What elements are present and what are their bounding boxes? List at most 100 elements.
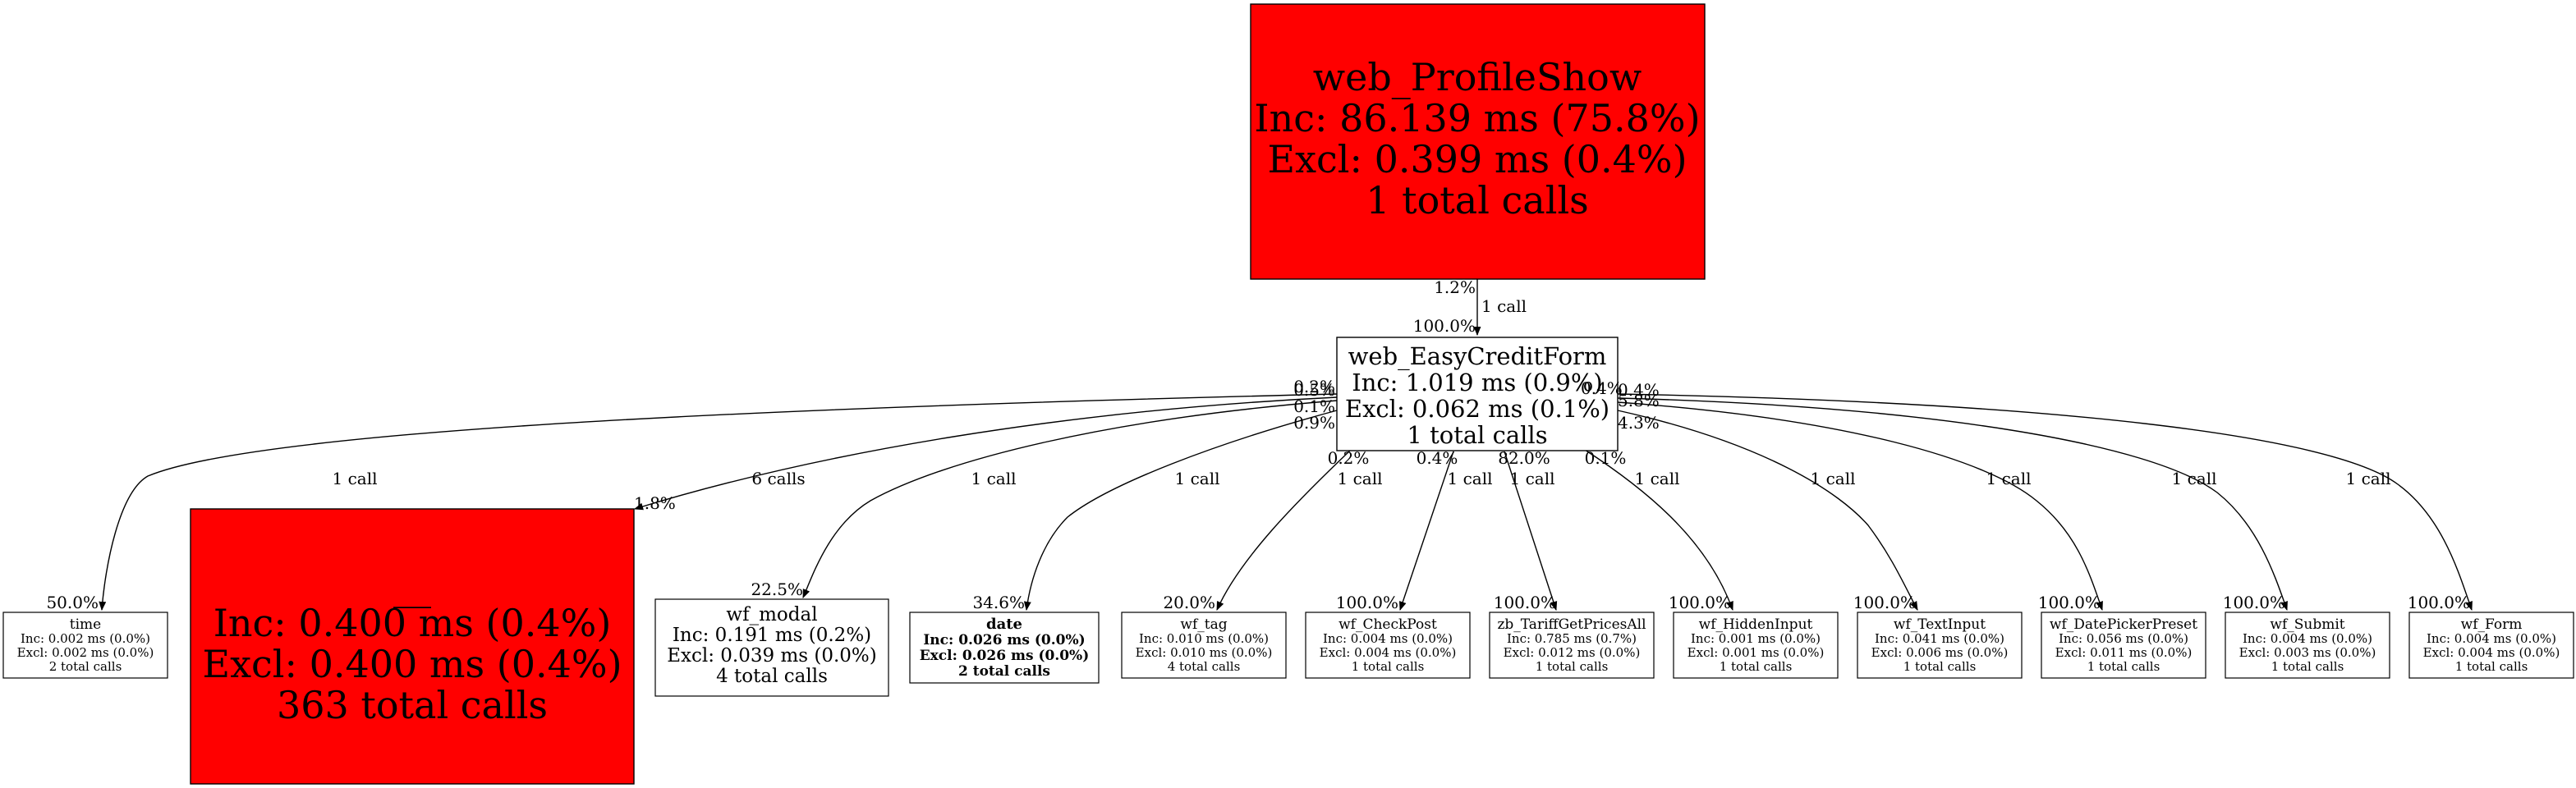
node-calls: 4 total calls	[716, 666, 828, 687]
edge-call-count: 1 call	[333, 469, 378, 488]
node-name: wf_tag	[1180, 616, 1227, 633]
node-calls: 4 total calls	[1168, 659, 1241, 674]
node-calls: 1 total calls	[2087, 659, 2160, 674]
node-inc: Inc: 1.019 ms (0.9%)	[1352, 369, 1603, 396]
edge-to-underscore[interactable]	[633, 396, 1338, 511]
node-date[interactable]: date Inc: 0.026 ms (0.0%) Excl: 0.026 ms…	[909, 612, 1100, 684]
node-wf-submit[interactable]: wf_Submit Inc: 0.004 ms (0.0%) Excl: 0.0…	[2225, 612, 2390, 679]
node-excl: Excl: 0.062 ms (0.1%)	[1345, 395, 1609, 423]
node-wf-form[interactable]: wf_Form Inc: 0.004 ms (0.0%) Excl: 0.004…	[2408, 612, 2574, 679]
edge-to-wf-submit[interactable]	[1617, 397, 2288, 612]
node-wf-checkpost[interactable]: wf_CheckPost Inc: 0.004 ms (0.0%) Excl: …	[1305, 612, 1471, 679]
edge-dst-pct: 100.0%	[1494, 593, 1556, 612]
edge-src-pct: 0.5%	[1293, 380, 1335, 400]
node-wf-tag[interactable]: wf_tag Inc: 0.010 ms (0.0%) Excl: 0.010 …	[1121, 612, 1287, 679]
edge-dst-pct: 20.0%	[1163, 593, 1215, 612]
node-excl: Excl: 0.010 ms (0.0%)	[1136, 645, 1273, 660]
edge-dst-pct: 100.0%	[1853, 593, 1916, 612]
node-inc: Inc: 0.400 ms (0.4%)	[214, 601, 612, 645]
node-excl: Excl: 0.039 ms (0.0%)	[667, 645, 877, 667]
node-inc: Inc: 86.139 ms (75.8%)	[1254, 96, 1700, 140]
edge-to-wf-textinput[interactable]	[1617, 410, 1918, 611]
node-inc: Inc: 0.785 ms (0.7%)	[1507, 631, 1637, 646]
node-wf-datepickerpreset[interactable]: wf_DatePickerPreset Inc: 0.056 ms (0.0%)…	[2041, 612, 2206, 679]
edge-to-wf-tag[interactable]	[1216, 449, 1352, 612]
edge-call-count: 1 call	[1175, 469, 1220, 488]
edge-call-count: 1 call	[1448, 469, 1493, 488]
edge-to-wf-modal[interactable]	[802, 400, 1338, 599]
edges	[99, 279, 2473, 612]
node-name: date	[986, 616, 1022, 633]
node-calls: 1 total calls	[1366, 178, 1589, 222]
edge-src-pct: 0.4%	[1618, 380, 1660, 400]
node-inc: Inc: 0.026 ms (0.0%)	[923, 632, 1085, 648]
node-inc: Inc: 0.004 ms (0.0%)	[1323, 631, 1453, 646]
node-wf-hiddeninput[interactable]: wf_HiddenInput Inc: 0.001 ms (0.0%) Excl…	[1673, 612, 1839, 679]
edge-src-pct: 5.8%	[1618, 391, 1660, 410]
node-calls: 363 total calls	[277, 683, 548, 727]
edge-to-zb-tariff[interactable]	[1504, 451, 1558, 612]
edge-src-pct: 0.9%	[1293, 413, 1335, 433]
node-inc: Inc: 0.004 ms (0.0%)	[2243, 631, 2372, 646]
node-underscore[interactable]: __ Inc: 0.400 ms (0.4%) Excl: 0.400 ms (…	[190, 508, 635, 785]
node-excl: Excl: 0.003 ms (0.0%)	[2239, 645, 2376, 660]
edge-dst-pct: 34.6%	[972, 593, 1025, 612]
edge-to-time[interactable]	[99, 393, 1338, 612]
node-wf-textinput[interactable]: wf_TextInput Inc: 0.041 ms (0.0%) Excl: …	[1857, 612, 2023, 679]
edge-to-wf-hiddeninput[interactable]	[1584, 449, 1733, 612]
node-inc: Inc: 0.002 ms (0.0%)	[21, 631, 150, 646]
node-name: web_EasyCreditForm	[1348, 342, 1607, 371]
node-excl: Excl: 0.006 ms (0.0%)	[1871, 645, 2009, 660]
edge-src-pct: 0.1%	[1293, 396, 1335, 416]
node-time[interactable]: time Inc: 0.002 ms (0.0%) Excl: 0.002 ms…	[2, 612, 168, 679]
node-zb-tariffgetpricesall[interactable]: zb_TariffGetPricesAll Inc: 0.785 ms (0.7…	[1489, 612, 1655, 679]
edge-dst-pct: 100.0%	[1669, 593, 1731, 612]
edge-to-wf-datepickerpreset[interactable]	[1617, 401, 2103, 612]
edge-call-count: 1 call	[1635, 469, 1680, 488]
edge-src-pct: 4.3%	[1618, 413, 1660, 433]
node-calls: 1 total calls	[1903, 659, 1977, 674]
edge-src-pct: 0.4%	[1417, 448, 1458, 468]
edge-call-count: 1 call	[1481, 296, 1527, 316]
edge-to-wf-checkpost[interactable]	[1398, 451, 1454, 612]
node-name: __	[393, 564, 431, 608]
edge-src-pct: 0.2%	[1328, 448, 1370, 468]
node-excl: Excl: 0.002 ms (0.0%)	[17, 645, 154, 660]
edge-dst-pct: 100.0%	[2408, 593, 2470, 612]
node-calls: 1 total calls	[2271, 659, 2344, 674]
node-excl: Excl: 0.004 ms (0.0%)	[2423, 645, 2560, 660]
edge-dst-pct: 100.0%	[2038, 593, 2101, 612]
node-excl: Excl: 0.026 ms (0.0%)	[920, 648, 1090, 664]
node-wf-modal[interactable]: wf_modal Inc: 0.191 ms (0.2%) Excl: 0.03…	[654, 598, 889, 697]
edge-dst-pct: 1.8%	[634, 493, 676, 513]
node-name: wf_modal	[726, 604, 817, 625]
edge-dst-pct: 100.0%	[2223, 593, 2285, 612]
node-calls: 2 total calls	[49, 659, 122, 674]
node-calls: 1 total calls	[2455, 659, 2528, 674]
edge-to-wf-form[interactable]	[1617, 393, 2473, 612]
node-calls: 1 total calls	[1536, 659, 1609, 674]
node-inc: Inc: 0.001 ms (0.0%)	[1691, 631, 1821, 646]
node-name: wf_CheckPost	[1339, 616, 1437, 633]
edge-dst-pct: 100.0%	[1336, 593, 1398, 612]
node-inc: Inc: 0.010 ms (0.0%)	[1139, 631, 1269, 646]
node-inc: Inc: 0.056 ms (0.0%)	[2059, 631, 2188, 646]
edge-dst-pct: 22.5%	[751, 580, 803, 599]
node-inc: Inc: 0.004 ms (0.0%)	[2427, 631, 2556, 646]
node-calls: 1 total calls	[1407, 421, 1547, 449]
edge-call-count: 1 call	[1510, 469, 1555, 488]
node-name: wf_TextInput	[1894, 616, 1986, 633]
node-inc: Inc: 0.041 ms (0.0%)	[1875, 631, 2004, 646]
node-web-easycreditform[interactable]: web_EasyCreditForm Inc: 1.019 ms (0.9%) …	[1336, 337, 1619, 451]
node-excl: Excl: 0.004 ms (0.0%)	[1320, 645, 1457, 660]
node-inc: Inc: 0.191 ms (0.2%)	[673, 625, 871, 646]
edge-call-count: 1 call	[971, 469, 1017, 488]
edge-call-count: 1 call	[1338, 469, 1383, 488]
node-excl: Excl: 0.001 ms (0.0%)	[1687, 645, 1825, 660]
edge-call-count: 1 call	[1986, 469, 2032, 488]
edge-to-date[interactable]	[1023, 410, 1338, 612]
node-name: wf_HiddenInput	[1699, 616, 1813, 633]
node-calls: 1 total calls	[1720, 659, 1793, 674]
node-web-profileshow[interactable]: web_ProfileShow Inc: 86.139 ms (75.8%) E…	[1250, 3, 1706, 280]
